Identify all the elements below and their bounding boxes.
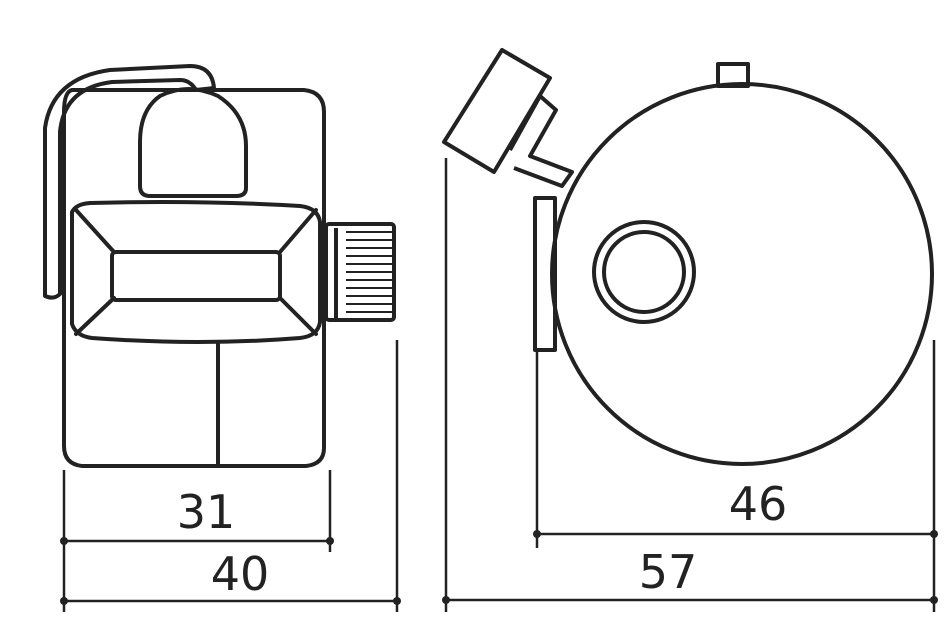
ring-edge-bar xyxy=(533,196,557,352)
reset-button-stem xyxy=(508,94,574,188)
window-bevel xyxy=(74,296,116,336)
top-nub xyxy=(716,62,750,88)
digit-window xyxy=(110,250,282,302)
wheel-boss-outer xyxy=(592,220,696,324)
side-dimension-lines xyxy=(444,158,936,612)
dimension-label-46: 46 xyxy=(729,477,788,531)
reset-button-head xyxy=(442,48,552,174)
dimension-label-57: 57 xyxy=(639,545,698,599)
side-body-circle xyxy=(550,82,934,466)
side-dimension-ticks xyxy=(442,530,938,604)
finger-ring xyxy=(43,64,216,300)
thumb-wheel-knurling xyxy=(334,228,392,318)
wheel-boss-inner xyxy=(602,230,686,314)
front-dimension-ticks xyxy=(60,537,401,605)
side-view xyxy=(442,48,934,466)
counter-window-frame xyxy=(70,200,322,344)
window-bevel xyxy=(74,208,116,254)
thumb-wheel xyxy=(324,222,396,322)
front-dimension-lines xyxy=(62,340,399,612)
window-bevel xyxy=(278,296,318,336)
front-body xyxy=(62,88,326,468)
window-bevel xyxy=(278,208,318,254)
dimension-label-31: 31 xyxy=(177,485,236,539)
dimension-label-40: 40 xyxy=(211,547,270,601)
reset-knob xyxy=(138,87,248,198)
front-view xyxy=(43,64,396,468)
